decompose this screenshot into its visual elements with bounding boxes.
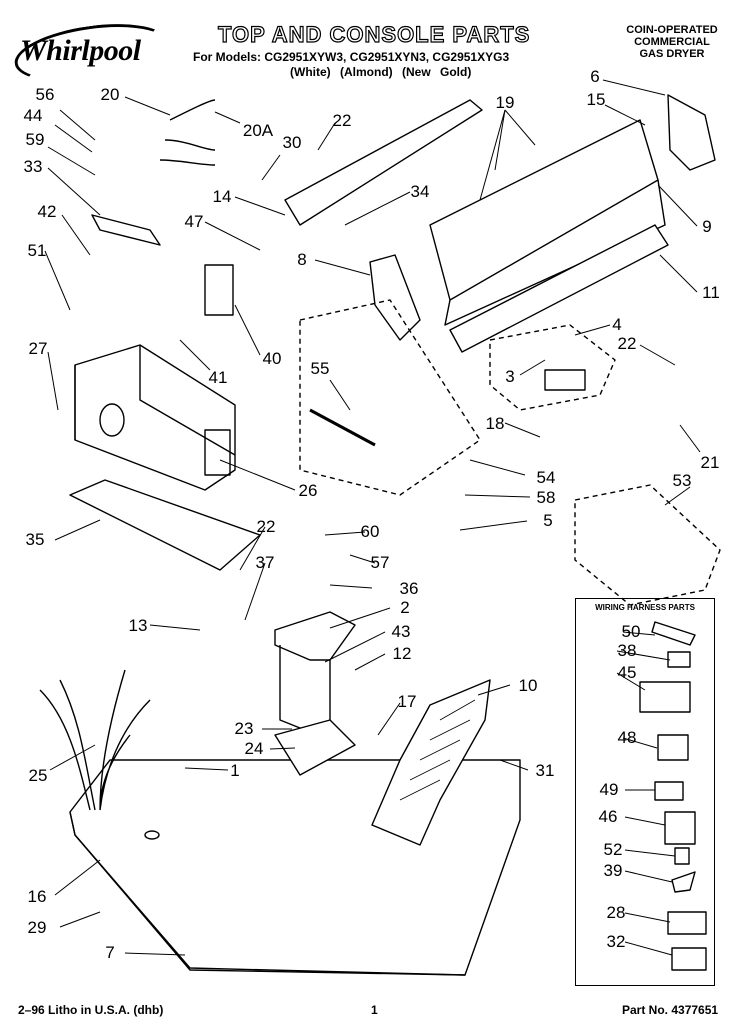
grille	[371, 679, 491, 846]
callout-label: 45	[617, 663, 637, 682]
callout-label: 22	[617, 334, 637, 353]
callout-label: 10	[518, 676, 538, 695]
callout-label: 17	[397, 692, 417, 711]
callout-label: 50	[621, 622, 641, 641]
footer-litho: 2–96 Litho in U.S.A. (dhb)	[18, 1003, 164, 1017]
callout-label: 6	[590, 67, 600, 86]
dryer-type-line: GAS DRYER	[639, 48, 705, 60]
callout-label: 34	[410, 182, 430, 201]
callout-label: 41	[208, 368, 228, 387]
callout-label: 57	[370, 553, 390, 572]
color-new-gold: (New Gold)	[402, 65, 472, 79]
callout-label: 60	[360, 522, 380, 541]
callout-label: 42	[37, 202, 57, 221]
callout-label: 20A	[242, 121, 274, 140]
callout-label: 56	[35, 85, 55, 104]
callout-label: 51	[27, 241, 47, 260]
callout-label: 25	[28, 766, 48, 785]
leader-lines	[44, 79, 701, 956]
callout-label: 36	[399, 579, 419, 598]
callout-label: 3	[505, 367, 515, 386]
footer-page-number: 1	[371, 1003, 378, 1017]
callout-label: 31	[535, 761, 555, 780]
callout-label: 22	[332, 111, 352, 130]
wire-harness	[39, 669, 151, 811]
callout-label: 39	[603, 861, 623, 880]
end-block	[369, 254, 421, 341]
wiring-harness-parts-box: WIRING HARNESS PARTS	[575, 598, 715, 986]
callout-label: 19	[495, 93, 515, 112]
color-white: (White)	[290, 65, 331, 79]
console-back	[429, 119, 659, 301]
dryer-type: COIN-OPERATED COMMERCIAL GAS DRYER	[612, 24, 732, 60]
callout-label: 38	[617, 641, 637, 660]
callout-label: 12	[392, 644, 412, 663]
callout-label: 1	[230, 761, 240, 780]
callout-label: 26	[298, 481, 318, 500]
callout-label: 44	[23, 106, 43, 125]
callout-label: 22	[256, 517, 276, 536]
callout-label: 2	[400, 598, 410, 617]
callout-label: 47	[184, 212, 204, 231]
page-title: TOP AND CONSOLE PARTS	[217, 21, 531, 47]
callout-label: 53	[672, 471, 692, 490]
callout-label: 49	[599, 780, 619, 799]
callout-label: 52	[603, 840, 623, 859]
callout-label: 27	[28, 339, 48, 358]
callout-label: 37	[255, 553, 275, 572]
callout-label: 54	[536, 468, 556, 487]
callout-label: 46	[598, 807, 618, 826]
callout-label: 24	[244, 739, 264, 758]
callout-label: 58	[536, 488, 556, 507]
callout-label: 40	[262, 349, 282, 368]
model-colors: (White) (Almond) (New Gold)	[290, 65, 471, 79]
callout-label: 15	[586, 90, 606, 109]
callout-label: 33	[23, 157, 43, 176]
footer-part-number: Part No. 4377651	[622, 1003, 719, 1017]
callout-label: 16	[27, 887, 47, 906]
callout-label: 18	[485, 414, 505, 433]
callout-label: 55	[310, 359, 330, 378]
callout-label: 20	[100, 85, 120, 104]
callout-label: 14	[212, 187, 232, 206]
top-panel	[69, 759, 521, 976]
wiring-harness-parts-title: WIRING HARNESS PARTS	[595, 603, 695, 612]
model-numbers: For Models: CG2951XYW3, CG2951XYN3, CG29…	[193, 50, 510, 64]
dryer-type-line: COIN-OPERATED	[626, 24, 718, 36]
callout-label: 21	[700, 453, 720, 472]
control-panel	[284, 99, 483, 226]
endcap	[667, 94, 716, 171]
callout-label: 29	[27, 918, 47, 937]
end-rail	[449, 224, 669, 353]
callout-label: 32	[606, 932, 626, 951]
callout-label: 23	[234, 719, 254, 738]
color-almond: (Almond)	[340, 65, 393, 79]
callout-label: 35	[25, 530, 45, 549]
callout-label: 43	[391, 622, 411, 641]
callout-label: 28	[606, 903, 626, 922]
callout-label: 48	[617, 728, 637, 747]
callout-label: 59	[25, 130, 45, 149]
callout-label: 9	[702, 217, 712, 236]
callout-label: 30	[282, 133, 302, 152]
callout-label: 7	[105, 943, 115, 962]
callout-label: 8	[297, 250, 307, 269]
callout-label: 5	[543, 511, 553, 530]
brand-logo: Whirlpool	[20, 34, 141, 67]
callout-label: 4	[612, 315, 622, 334]
console-housing	[74, 344, 236, 491]
callout-label: 13	[128, 616, 148, 635]
callout-label: 11	[702, 283, 720, 302]
mounting-plate	[69, 479, 261, 571]
dryer-type-line: COMMERCIAL	[634, 36, 710, 48]
top-panel-edge	[74, 834, 466, 976]
